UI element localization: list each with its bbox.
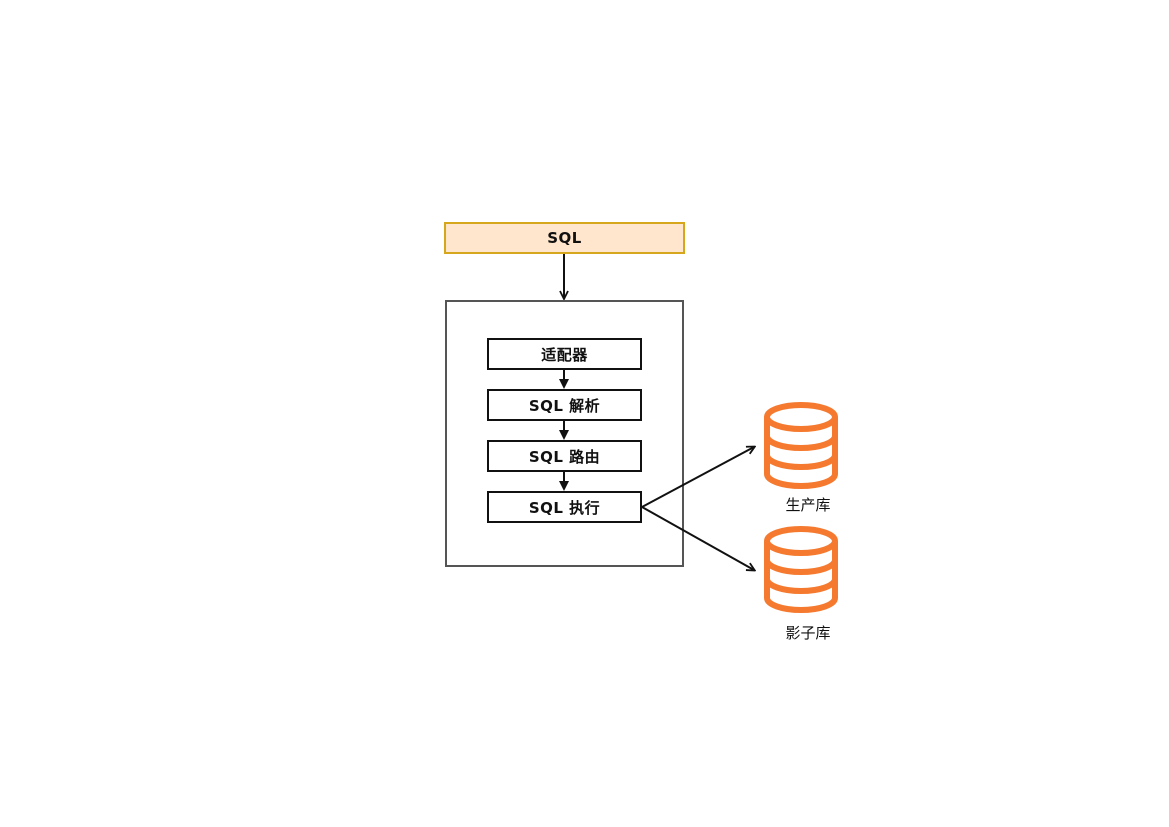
step-sql-execute-label: SQL 执行 [528, 498, 601, 517]
step-sql-route: SQL 路由 [487, 440, 642, 472]
step-sql-parse: SQL 解析 [487, 389, 642, 421]
sql-input-node: SQL [444, 222, 685, 254]
shadow-db-label: 影子库 [785, 624, 831, 642]
sql-input-label: SQL [547, 229, 582, 247]
arrow-execute-to-production [641, 447, 754, 508]
step-adapter-label: 适配器 [541, 345, 588, 364]
step-sql-route-label: SQL 路由 [528, 447, 601, 466]
production-db-label: 生产库 [785, 496, 831, 514]
step-adapter: 适配器 [487, 338, 642, 370]
step-sql-execute: SQL 执行 [487, 491, 642, 523]
database-icon [764, 526, 838, 613]
step-sql-parse-label: SQL 解析 [528, 396, 601, 415]
database-icon [764, 402, 838, 489]
arrow-execute-to-shadow [641, 506, 754, 570]
